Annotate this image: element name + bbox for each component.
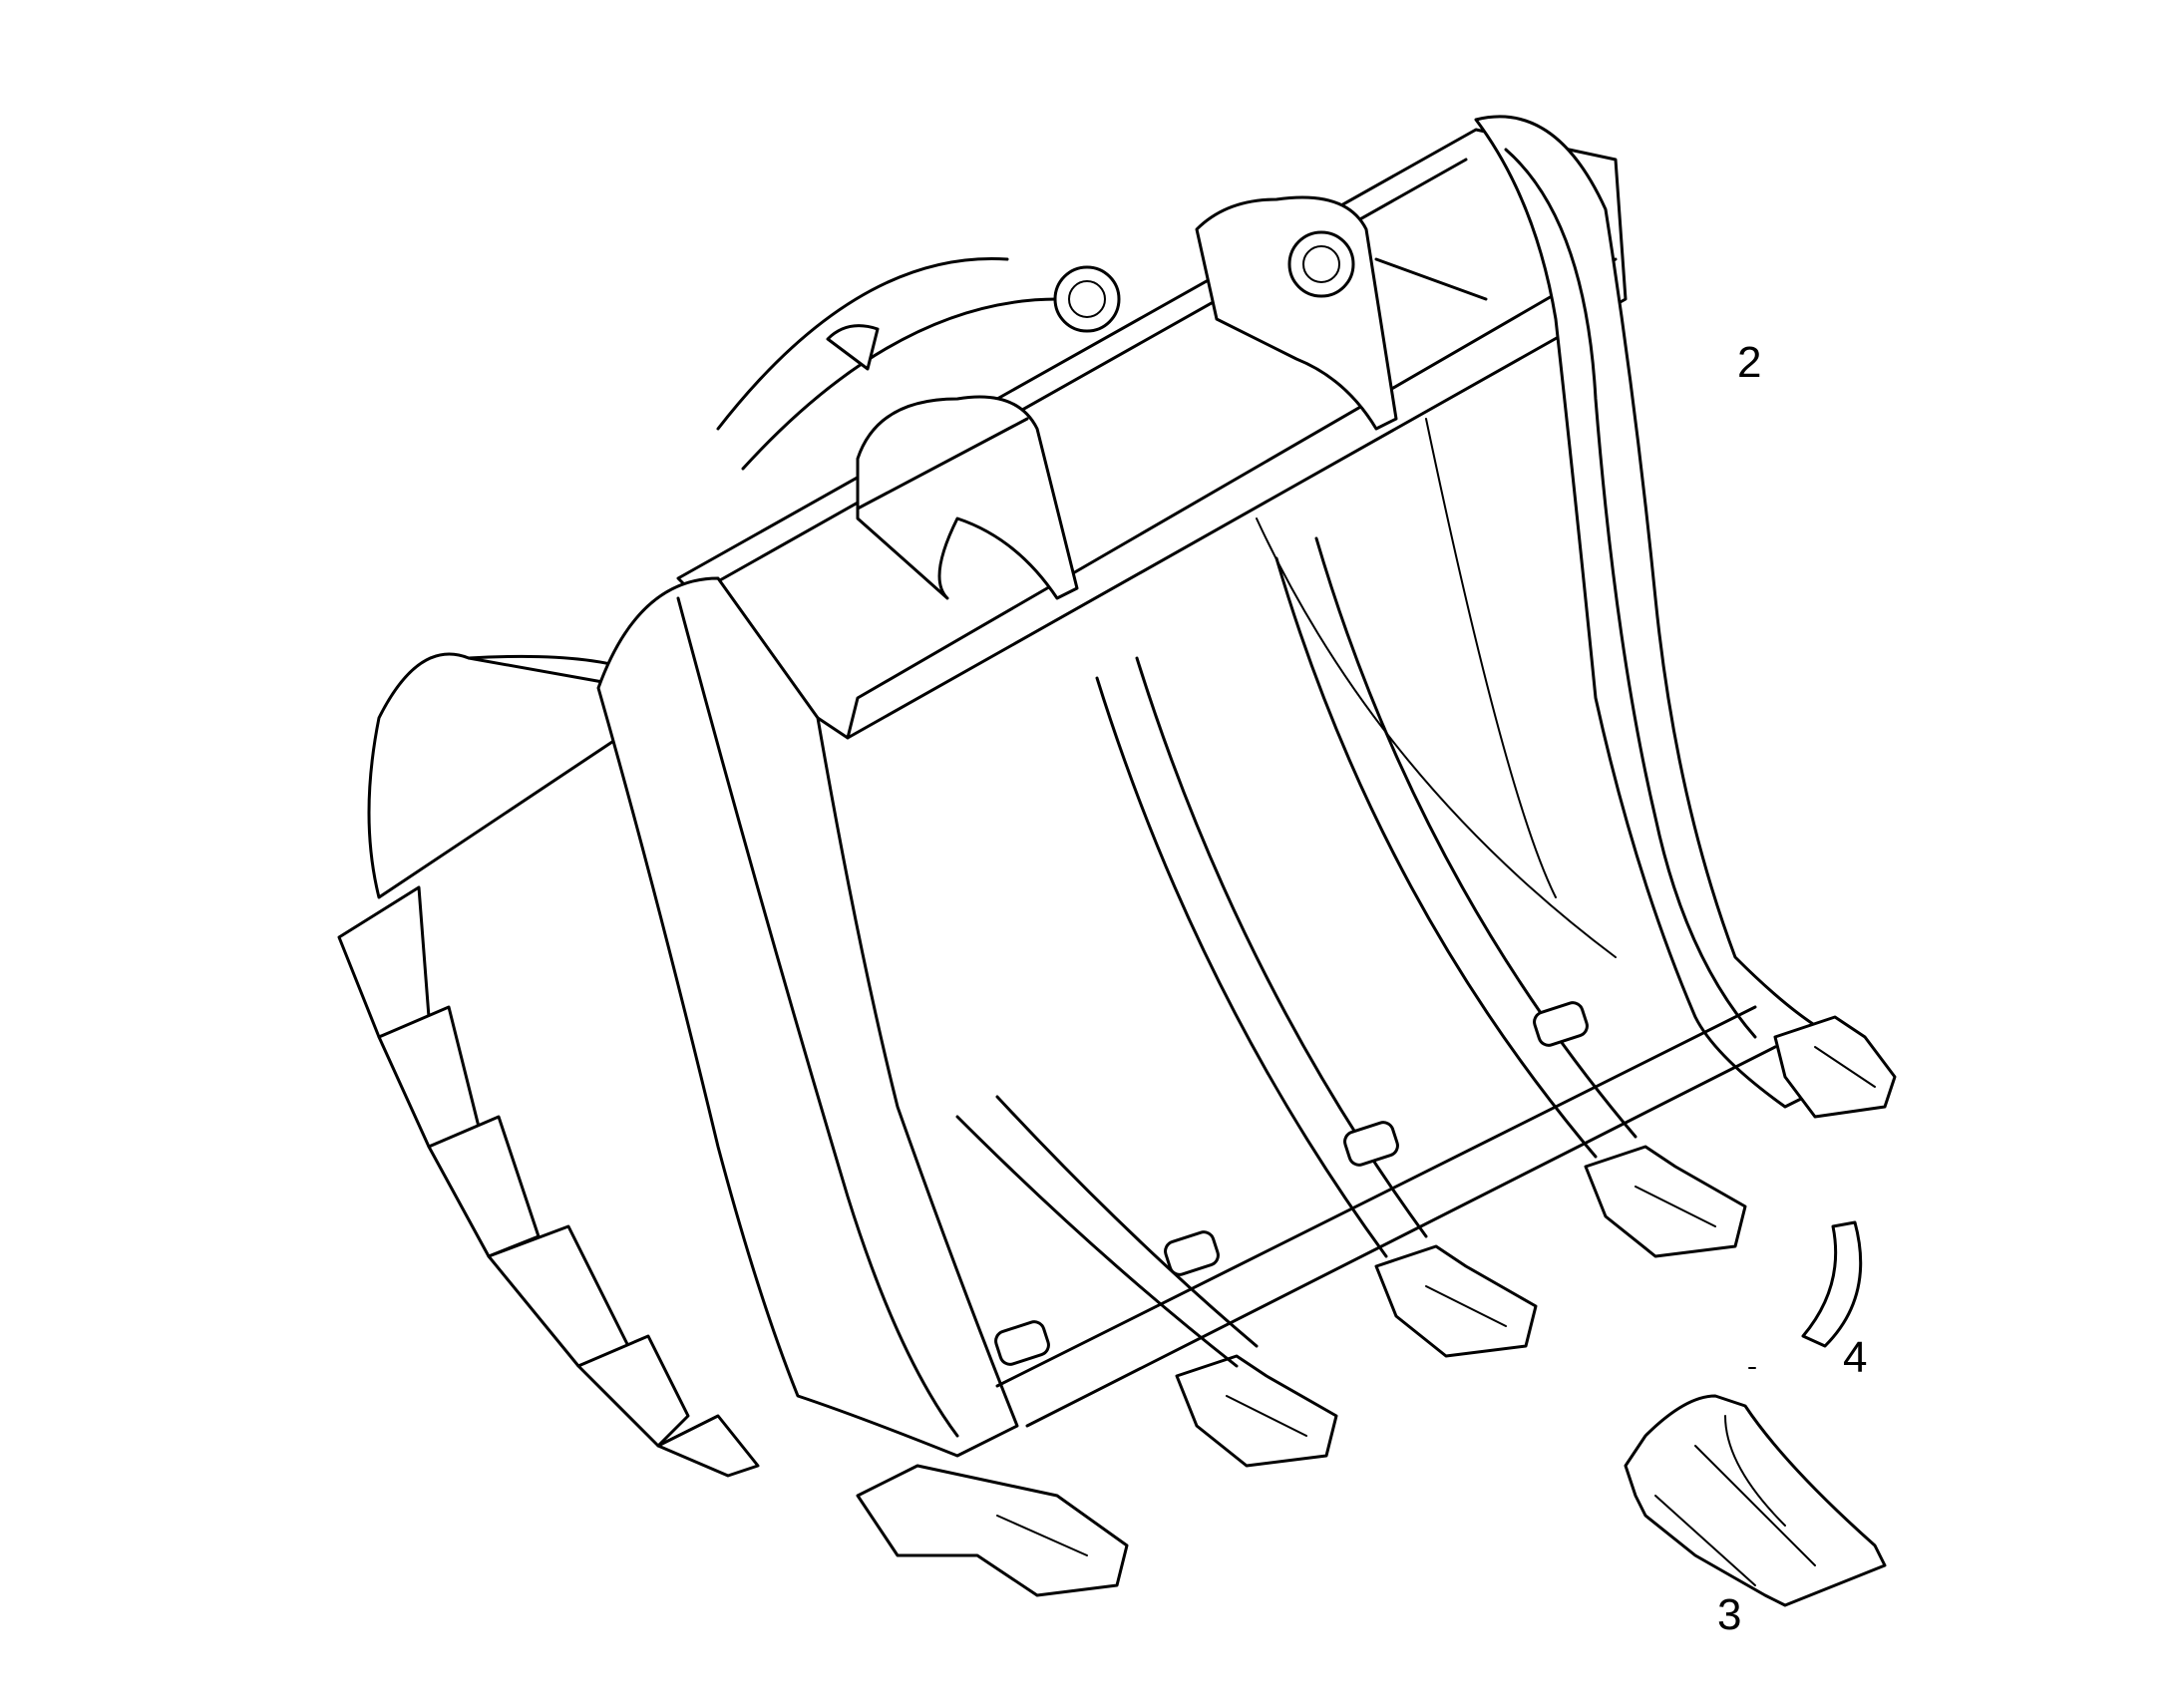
teeth-row bbox=[856, 1015, 1897, 1597]
retainer-pin-part bbox=[1801, 1220, 1863, 1348]
callout-part-4: 4 bbox=[1843, 1333, 1868, 1382]
hinge-lugs bbox=[826, 195, 1488, 600]
callout-part-3: 3 bbox=[1717, 1590, 1742, 1639]
bucket-body bbox=[367, 115, 1847, 1458]
wear-markers bbox=[994, 1001, 1589, 1366]
side-wear-plates bbox=[337, 885, 760, 1478]
tooth-tip-part bbox=[1624, 1394, 1887, 1607]
shank-ribs bbox=[955, 536, 1637, 1368]
callout-part-2: 2 bbox=[1737, 338, 1762, 387]
